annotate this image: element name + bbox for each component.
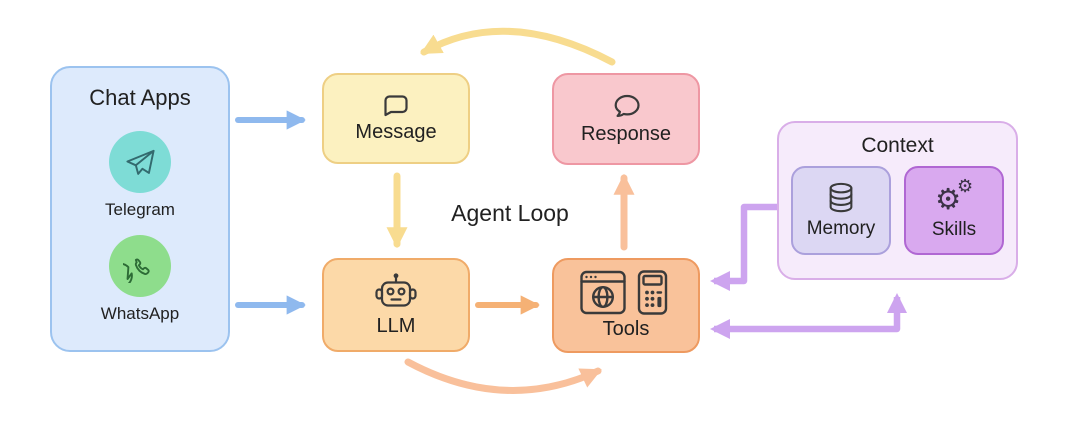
node-message-label: Message — [355, 121, 437, 143]
gears-icon: ⚙ ⚙ — [931, 176, 977, 216]
node-skills: ⚙ ⚙ Skills — [904, 166, 1004, 255]
node-llm-label: LLM — [376, 315, 416, 337]
arrow-response-to-message-curve — [420, 27, 616, 66]
node-response: Response — [552, 73, 700, 165]
tools-icons — [580, 270, 672, 315]
node-response-label: Response — [580, 122, 672, 145]
chat-apps-panel: Chat Apps Telegram WhatsApp — [50, 66, 230, 352]
speech-bubble-round-icon — [614, 94, 640, 117]
node-skills-label: Skills — [931, 219, 977, 240]
calculator-icon — [637, 270, 668, 315]
telegram-label: Telegram — [105, 200, 175, 219]
node-message: Message — [322, 73, 470, 164]
node-llm: LLM — [322, 258, 470, 352]
telegram-badge — [109, 131, 171, 193]
context-row: Memory ⚙ ⚙ Skills — [779, 166, 1016, 255]
telegram-icon — [125, 149, 155, 175]
node-memory: Memory — [791, 166, 891, 255]
gear-small-icon: ⚙ — [957, 176, 974, 197]
database-icon — [829, 182, 853, 213]
chat-apps-title: Chat Apps — [89, 85, 191, 110]
node-tools-label: Tools — [602, 318, 650, 340]
arrow-llm-to-tools-curve — [404, 358, 602, 394]
context-title: Context — [861, 134, 934, 157]
speech-bubble-square-icon — [384, 95, 408, 117]
arrow-context-to-tools — [709, 203, 777, 292]
whatsapp-label: WhatsApp — [100, 304, 180, 323]
browser-globe-icon — [580, 270, 626, 315]
gear-large-icon: ⚙ — [935, 182, 961, 216]
node-memory-label: Memory — [806, 218, 876, 239]
context-panel: Context Memory ⚙ ⚙ Skills — [777, 121, 1018, 280]
robot-icon — [375, 273, 417, 307]
agent-loop-label: Agent Loop — [451, 200, 569, 226]
arrow-tools-context-bidirectional — [709, 292, 908, 340]
whatsapp-icon — [123, 258, 150, 283]
node-tools: Tools — [552, 258, 700, 353]
whatsapp-badge — [109, 235, 171, 297]
